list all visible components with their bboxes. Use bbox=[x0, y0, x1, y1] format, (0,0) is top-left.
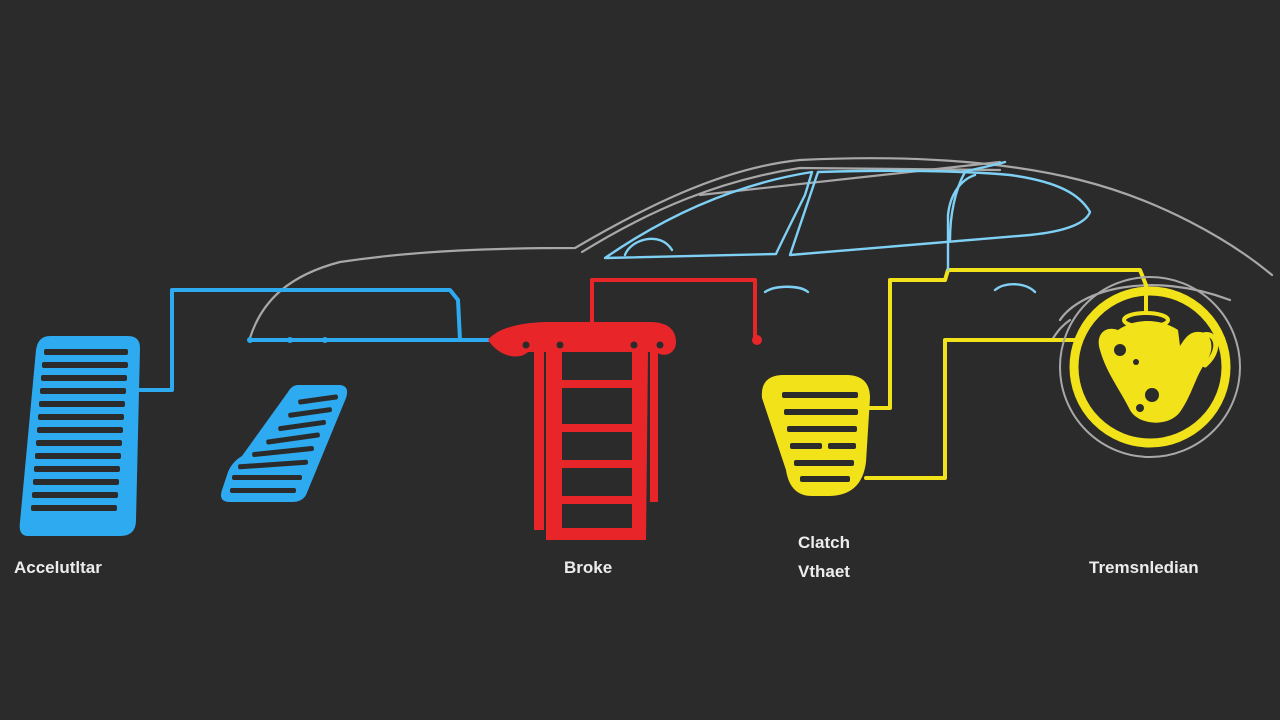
clutch-pedal-icon bbox=[761, 375, 870, 496]
transmission-icon bbox=[1059, 276, 1241, 458]
accelerator-linkage-dots bbox=[247, 337, 328, 343]
brake-linkage bbox=[590, 278, 757, 342]
clutch-label-line1: Clatch bbox=[798, 533, 850, 552]
accelerator-pedal-icon bbox=[19, 336, 140, 536]
brake-linkage-end bbox=[752, 335, 762, 345]
secondary-pedal-icon bbox=[221, 385, 348, 502]
car-outline bbox=[248, 157, 1274, 342]
accelerator-label: Accelutltar bbox=[14, 558, 102, 577]
window-linkage bbox=[946, 173, 977, 272]
brake-label: Broke bbox=[564, 558, 613, 577]
clutch-label: Clatch Vthaet bbox=[798, 528, 850, 586]
transmission-label: Tremsnledian bbox=[1089, 558, 1199, 577]
accelerator-linkage bbox=[138, 288, 490, 392]
clutch-label-line2: Vthaet bbox=[798, 562, 850, 581]
brake-assembly-icon bbox=[488, 322, 676, 540]
window-outline bbox=[603, 160, 1092, 294]
